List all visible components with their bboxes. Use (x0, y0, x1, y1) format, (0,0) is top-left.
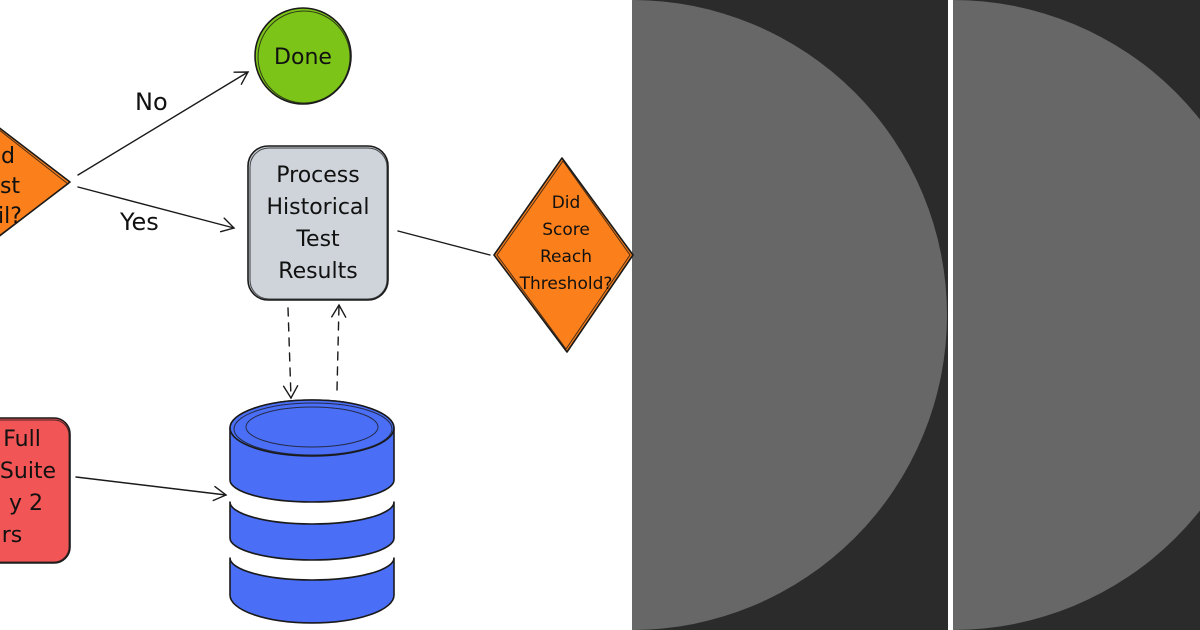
done-circle (254, 7, 352, 105)
panel-divider (948, 0, 953, 630)
database-bottom-disk (229, 557, 395, 624)
decision-right-shape (493, 157, 634, 353)
edges: No Yes (75, 71, 491, 502)
start-line-4: rs (2, 523, 23, 548)
edge-process-to-database (282, 307, 299, 400)
panel-circle-1 (632, 0, 947, 630)
process-line-1: Process (276, 163, 359, 188)
process-node: Process Historical Test Results (247, 145, 389, 301)
process-line-3: Test (295, 227, 340, 252)
start-box (0, 417, 71, 564)
right-panels (632, 0, 1200, 630)
decision-right: Did Score Reach Threshold? (493, 157, 634, 353)
edge-yes (77, 186, 236, 233)
decision-left-line-3: il? (0, 204, 22, 229)
decision-left: d st il? (0, 127, 71, 237)
done-label: Done (274, 45, 332, 70)
database-icon (229, 399, 395, 624)
decision-right-line-2: Score (542, 220, 590, 240)
start-line-3: y 2 (9, 491, 43, 516)
start-node: Full Suite y 2 rs (0, 417, 71, 564)
decision-right-line-1: Did (552, 193, 581, 213)
panel-circle-2 (953, 0, 1200, 630)
start-line-2: Suite (0, 459, 56, 484)
edge-label-no: No (135, 88, 168, 116)
edge-process-to-threshold (397, 230, 491, 256)
process-box (247, 145, 389, 301)
process-line-2: Historical (266, 195, 369, 220)
decision-left-line-1: d (1, 144, 15, 169)
edge-label-yes: Yes (119, 208, 159, 236)
process-line-4: Results (278, 259, 357, 284)
done-node: Done (254, 7, 352, 105)
edge-database-to-process (331, 303, 347, 391)
database-top-lid (229, 399, 395, 457)
edge-no (77, 71, 250, 176)
start-line-1: Full (3, 427, 41, 452)
decision-left-line-2: st (0, 174, 20, 199)
decision-right-line-3: Reach (540, 247, 592, 267)
database-middle-disk (229, 501, 395, 561)
edge-start-to-database (75, 476, 228, 502)
decision-right-line-4: Threshold? (519, 274, 613, 294)
